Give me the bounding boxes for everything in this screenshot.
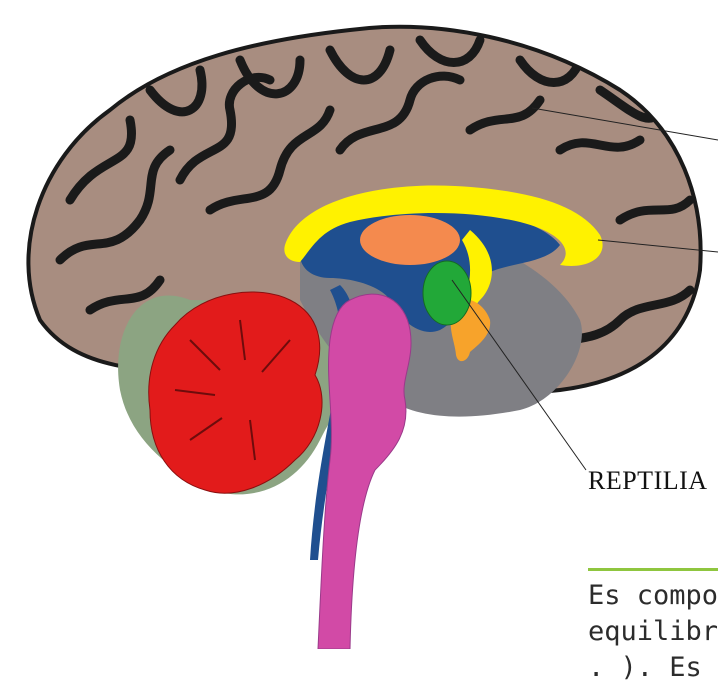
brainstem [318, 294, 411, 649]
description-line: Es compos [588, 580, 718, 611]
thalamus [360, 215, 460, 265]
label-underline [588, 568, 718, 571]
amygdala [423, 261, 471, 325]
brain-diagram [0, 0, 718, 649]
description-line: . ). Es rea [588, 652, 718, 683]
description-line: equilibri i [588, 616, 718, 647]
reptilian-brain-label: REPTILIA [588, 468, 708, 494]
description-text: Es compos equilibri i . ). Es rea [588, 578, 718, 686]
